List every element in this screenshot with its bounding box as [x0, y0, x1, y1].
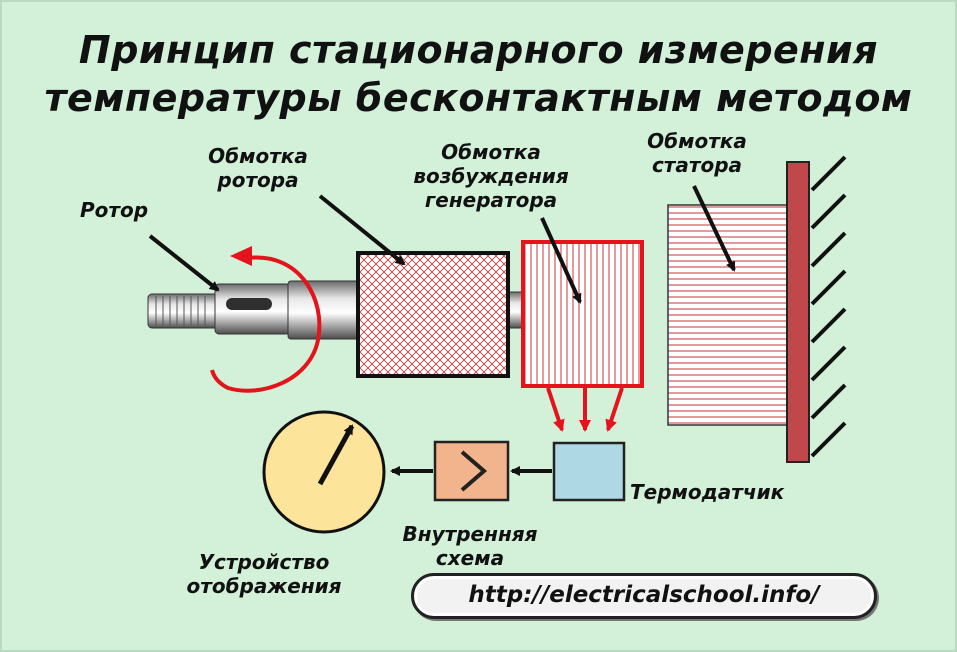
- rotor-shaft: [147, 280, 526, 340]
- label-exciter-winding-line-1: Обмотка: [441, 140, 541, 164]
- label-stator-winding: Обмотка статора: [633, 129, 761, 177]
- label-rotor-winding: Обмотка ротора: [196, 144, 320, 192]
- stator-winding: [667, 204, 791, 426]
- label-rotor: Ротор: [80, 198, 149, 222]
- label-display-device: Устройство отображения: [168, 550, 360, 598]
- label-internal-circuit-line-2: схема: [435, 546, 505, 570]
- label-internal-circuit-line-1: Внутренняя: [402, 522, 538, 546]
- radiation-arrows: [546, 387, 624, 432]
- thermosensor: [552, 441, 626, 502]
- label-exciter-winding-line-3: генератора: [424, 188, 558, 212]
- gauge-needle: [317, 424, 355, 486]
- label-display-device-line-2: отображения: [186, 574, 342, 598]
- stator-frame: [786, 161, 810, 463]
- rotation-arrowhead: [230, 246, 252, 266]
- label-display-device-line-1: Устройство: [198, 550, 330, 574]
- label-pointers: [148, 185, 736, 304]
- internal-circuit: [433, 440, 510, 502]
- label-stator-winding-line-1: Обмотка: [647, 129, 747, 153]
- exciter-winding: [521, 240, 644, 388]
- title-line-1: Принцип стационарного измерения: [78, 28, 879, 72]
- label-stator-winding-line-2: статора: [651, 153, 743, 177]
- label-thermosensor: Термодатчик: [630, 480, 785, 504]
- chevron-right-icon: [460, 450, 488, 492]
- wall-hatching: [810, 155, 847, 458]
- label-rotor-winding-line-2: ротора: [217, 168, 299, 192]
- url-text[interactable]: http://electricalschool.info/: [468, 582, 820, 608]
- url-badge: [411, 573, 877, 619]
- label-exciter-winding: Обмотка возбуждения генератора: [393, 140, 589, 212]
- rotor-winding: [356, 251, 510, 378]
- title-line-2: температуры бесконтактным методом: [44, 76, 913, 120]
- label-internal-circuit: Внутренняя схема: [385, 522, 555, 570]
- curved-arrow-icon: [210, 255, 322, 393]
- label-exciter-winding-line-2: возбуждения: [413, 164, 569, 188]
- label-rotor-winding-line-1: Обмотка: [208, 144, 308, 168]
